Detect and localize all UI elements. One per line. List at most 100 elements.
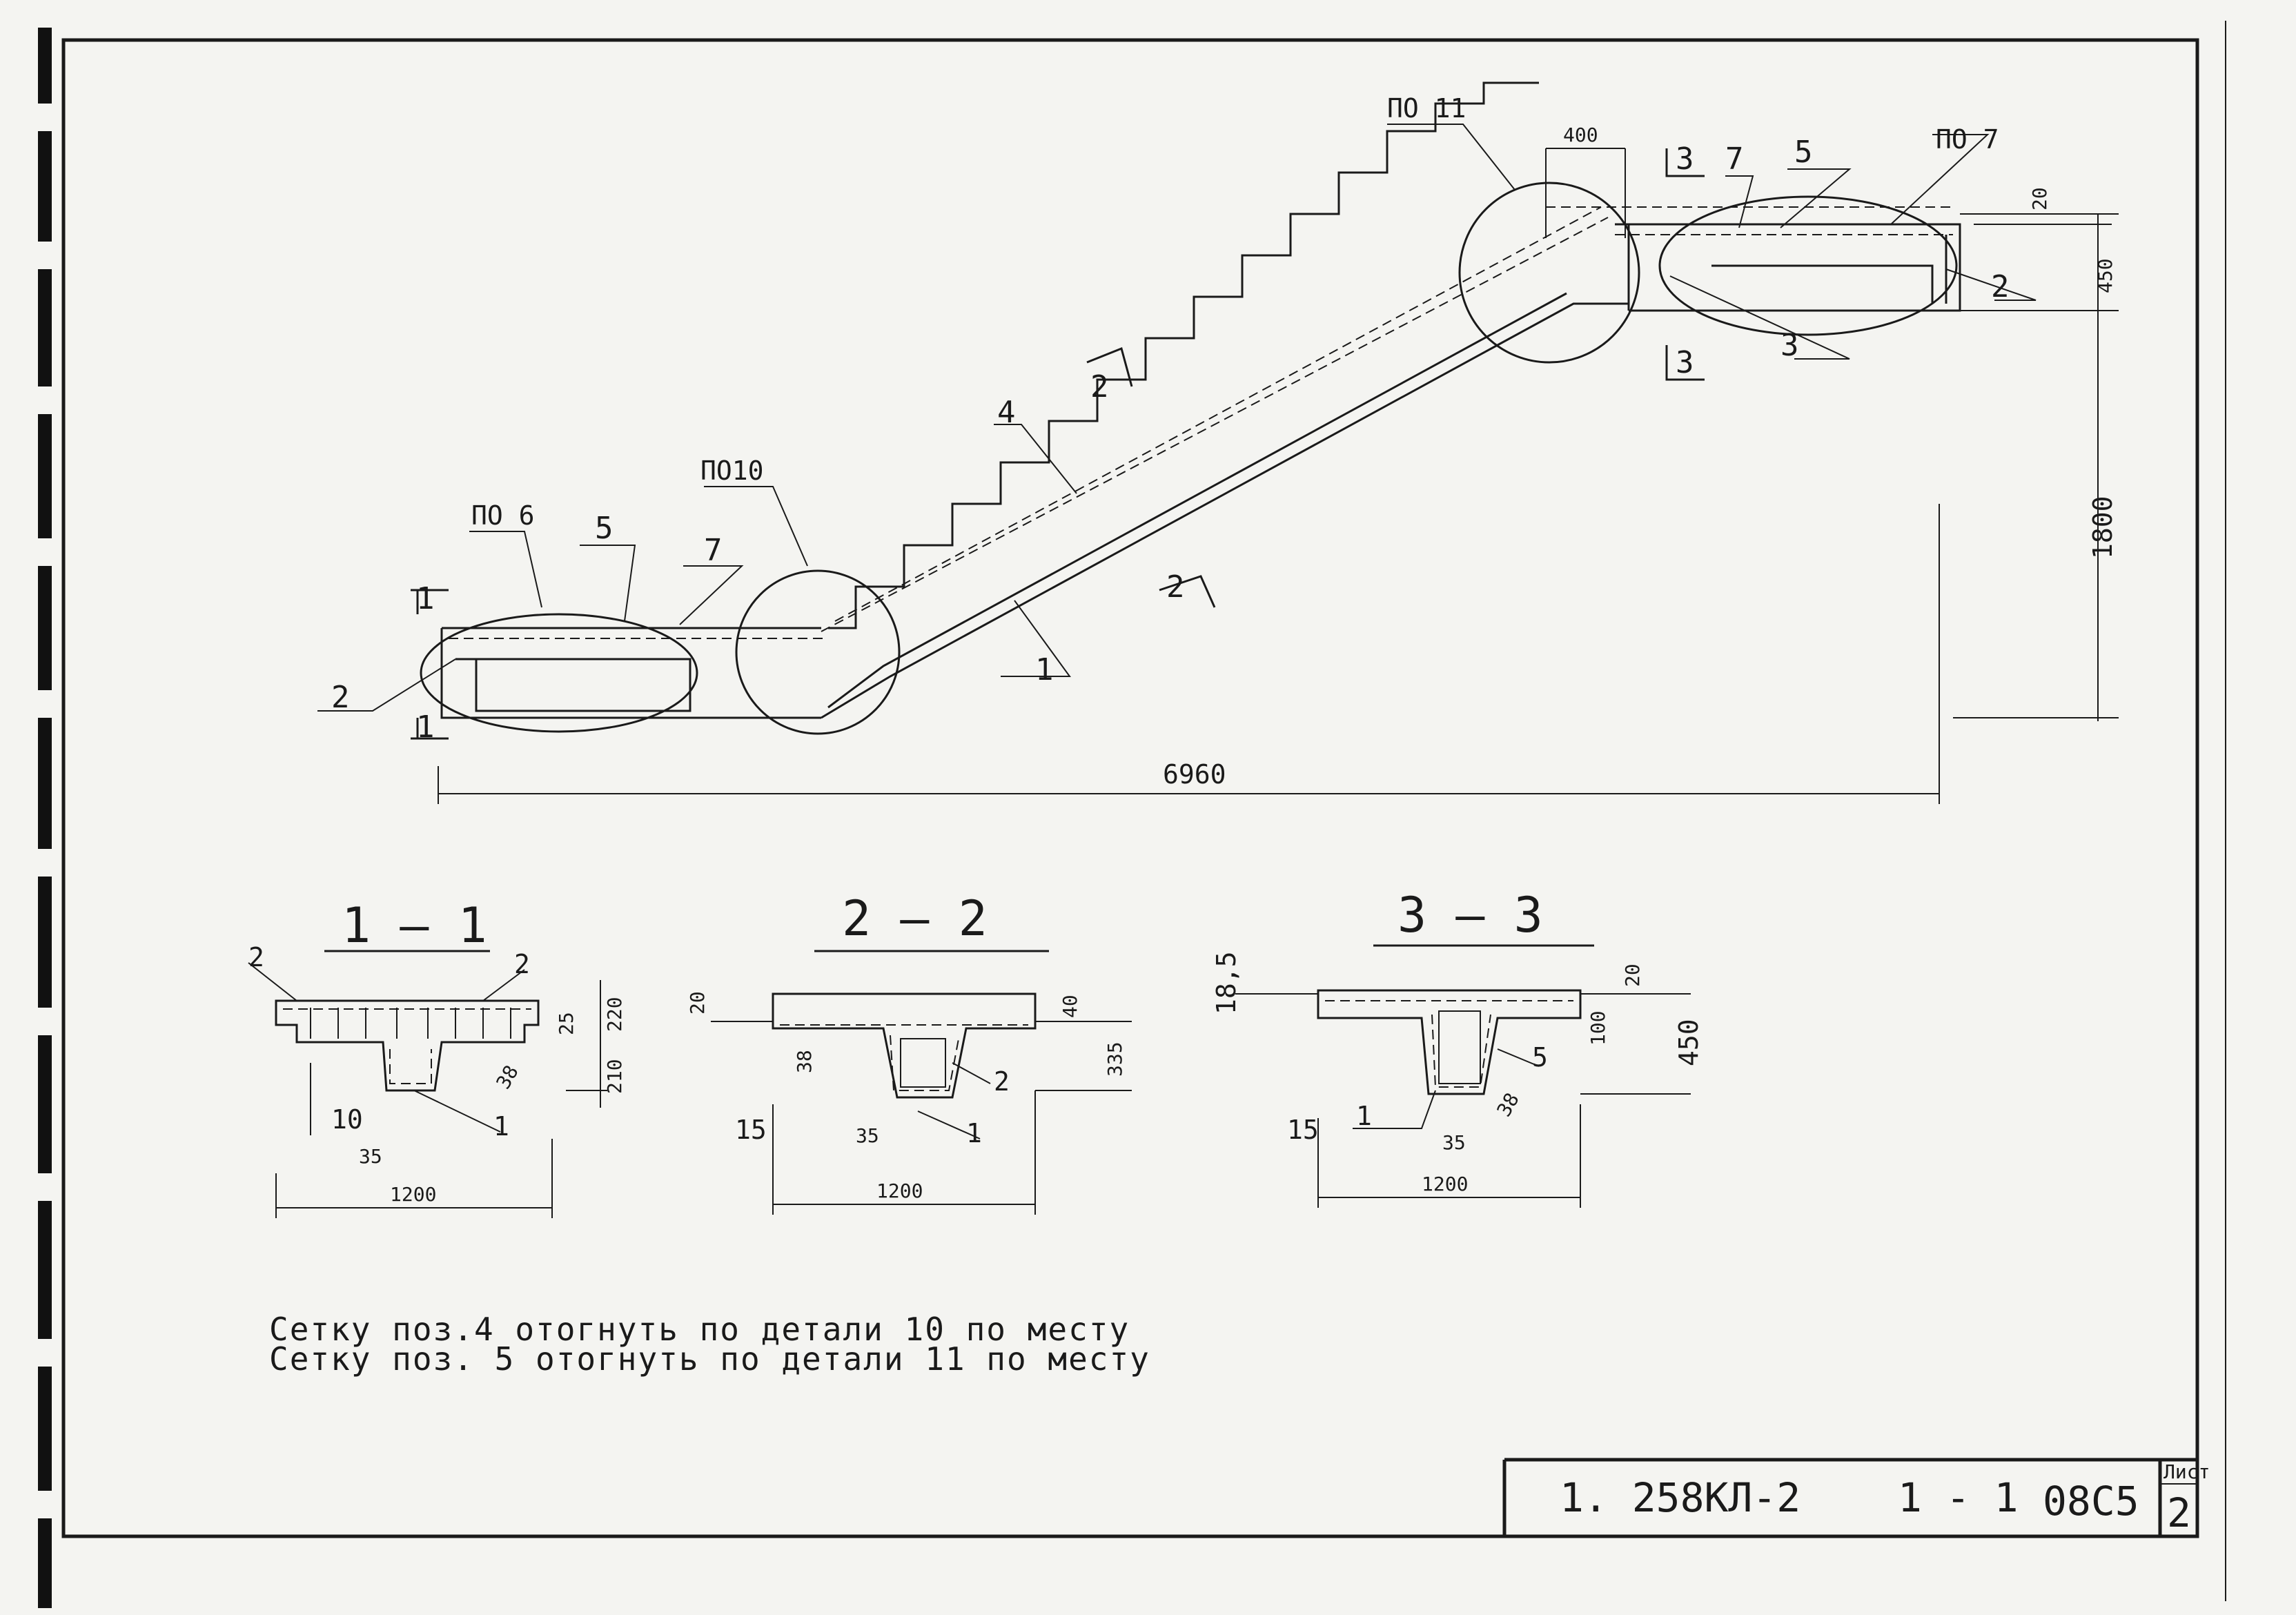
cut-label-2-top: 2 xyxy=(1090,369,1109,404)
leader-po11 xyxy=(1387,124,1515,190)
notes: Сетку поз.4 отогнуть по детали 10 по мес… xyxy=(269,1311,1150,1378)
leader-4 xyxy=(994,424,1077,494)
title-block: 1. 258КЛ-2 1 - 1 08С5 Лист 2 xyxy=(1502,1458,2210,1536)
lower-landing xyxy=(440,627,821,719)
section-3-3-dim-20: 20 xyxy=(1621,963,1644,987)
section-2-2-void xyxy=(900,1038,946,1088)
section-1-1-dims xyxy=(275,980,607,1218)
detail-ellipse-po6 xyxy=(420,613,698,733)
section-title-1-1: 1 — 1 xyxy=(342,897,487,954)
dim-line-height xyxy=(1939,213,2119,721)
dim-line-length xyxy=(438,504,1940,804)
section-3-3-rebar xyxy=(1325,1000,1573,1088)
note-2: Сетку поз. 5 отогнуть по детали 11 по ме… xyxy=(269,1340,1150,1378)
flight-soffit xyxy=(821,302,1629,719)
section-3-3-outline xyxy=(1317,989,1582,1095)
mark-pos-2-up: 2 xyxy=(1991,269,2010,304)
detail-ellipse-po7 xyxy=(1658,195,1958,336)
section-3-3-label-5: 5 xyxy=(1532,1042,1548,1073)
cut-label-1-bottom: 1 xyxy=(416,709,435,745)
cut-mark-2-top xyxy=(1086,346,1133,387)
cut-label-1-top: 1 xyxy=(416,581,435,616)
section-1-1-dim-25: 25 xyxy=(555,1012,578,1035)
title-block-sheet-label: Лист xyxy=(2163,1460,2210,1483)
section-2-2-dim-15: 15 xyxy=(735,1115,767,1145)
section-1-1-label-2a: 2 xyxy=(248,942,264,972)
flight-soffit-inner xyxy=(827,292,1567,709)
mark-pos-2-low: 2 xyxy=(331,680,350,715)
section-3-3-dim-1200: 1200 xyxy=(1422,1173,1468,1195)
cut-mark-1-top xyxy=(411,589,449,614)
upper-landing xyxy=(1615,223,1961,312)
section-3-3-dim-450: 450 xyxy=(1674,1019,1704,1066)
section-3-3-dim-18-5: 18,5 xyxy=(1211,951,1242,1015)
section-2-2-dim-20: 20 xyxy=(686,991,709,1015)
leader-7-low xyxy=(679,565,744,625)
section-3-3-void xyxy=(1438,1010,1481,1084)
title-block-frame xyxy=(1502,1458,2197,1536)
section-2-2-label-2: 2 xyxy=(994,1066,1010,1097)
section-1-1-dim-210: 210 xyxy=(603,1059,626,1094)
cut-label-3-bottom: 3 xyxy=(1676,345,1694,380)
section-3-3-leaders xyxy=(1353,1048,1540,1129)
section-1-1: 1 — 1 2 2 1 1200 10 35 25 220 210 38 xyxy=(248,897,626,1218)
mark-pos-7-low: 7 xyxy=(704,533,723,568)
section-3-3-dim-15: 15 xyxy=(1287,1115,1319,1145)
section-2-2-dim-1200: 1200 xyxy=(876,1180,923,1202)
title-block-sheet-ref: 1 - 1 xyxy=(1898,1474,2019,1521)
label-po6: ПО 6 xyxy=(471,500,535,531)
stair-elevation: ПО 6 ПО10 ПО 11 ПО 7 1 2 2 3 4 5 5 7 7 1… xyxy=(317,81,2119,804)
detail-circle-po10 xyxy=(735,569,901,735)
section-1-1-rebar xyxy=(283,1008,531,1084)
dim-height: 1800 xyxy=(2088,496,2118,559)
mark-pos-3: 3 xyxy=(1780,328,1799,363)
section-2-2-dim-40: 40 xyxy=(1059,995,1081,1018)
section-1-1-dim-10: 10 xyxy=(331,1104,363,1135)
section-1-1-dim-220: 220 xyxy=(603,997,626,1032)
leader-7-up xyxy=(1725,175,1754,228)
section-2-2-label-1: 1 xyxy=(966,1118,982,1148)
rebar-flight-top xyxy=(821,217,1609,632)
cut-mark-1-bottom xyxy=(411,718,449,740)
binding-strip xyxy=(38,28,52,1608)
section-2-2-outline xyxy=(772,992,1037,1099)
section-3-3-dims xyxy=(1235,993,1691,1208)
section-1-1-label-2b: 2 xyxy=(514,949,530,979)
cut-label-3-top: 3 xyxy=(1676,141,1694,177)
section-title-2-2: 2 — 2 xyxy=(842,890,988,947)
section-1-1-label-1: 1 xyxy=(493,1111,509,1142)
section-2-2-dims xyxy=(711,1021,1132,1215)
leader-po7 xyxy=(1890,134,1990,225)
title-block-sheet-no: 2 xyxy=(2167,1489,2191,1536)
dim-line-top-width xyxy=(1545,148,1626,238)
cut-label-2-bottom: 2 xyxy=(1166,569,1185,605)
section-1-1-outline xyxy=(275,999,540,1092)
mark-pos-5-up: 5 xyxy=(1794,135,1813,170)
leader-1 xyxy=(1001,600,1071,677)
leader-5-up xyxy=(1780,168,1852,228)
dim-top-width: 400 xyxy=(1563,124,1598,146)
section-3-3-label-1: 1 xyxy=(1356,1101,1372,1131)
section-1-1-dim-1200: 1200 xyxy=(390,1183,436,1206)
leader-2-low xyxy=(317,658,456,712)
section-1-1-leaders xyxy=(248,962,525,1133)
note-1: Сетку поз.4 отогнуть по детали 10 по мес… xyxy=(269,1311,1130,1348)
title-block-code: 1. 258КЛ-2 xyxy=(1560,1474,1801,1521)
section-2-2-dim-38: 38 xyxy=(793,1050,816,1073)
section-3-3-dim-38: 38 xyxy=(1492,1089,1523,1121)
cut-mark-2-bottom xyxy=(1159,575,1216,608)
mark-pos-4: 4 xyxy=(997,395,1016,430)
section-2-2: 2 — 2 2 1 1200 20 15 35 38 40 335 xyxy=(686,890,1132,1215)
leader-3 xyxy=(1669,275,1850,360)
section-2-2-leaders xyxy=(917,1062,991,1139)
dim-length: 6960 xyxy=(1163,759,1226,790)
rebar-flight-top-2 xyxy=(834,206,1602,622)
dim-landing-depth: 450 xyxy=(2094,258,2117,293)
section-1-1-dim-38: 38 xyxy=(491,1061,522,1093)
section-2-2-dim-335: 335 xyxy=(1103,1041,1126,1077)
flight-steps xyxy=(828,81,1539,629)
mark-pos-5-low: 5 xyxy=(595,511,614,546)
section-title-3-3: 3 — 3 xyxy=(1397,887,1543,943)
leader-po10 xyxy=(704,486,808,567)
